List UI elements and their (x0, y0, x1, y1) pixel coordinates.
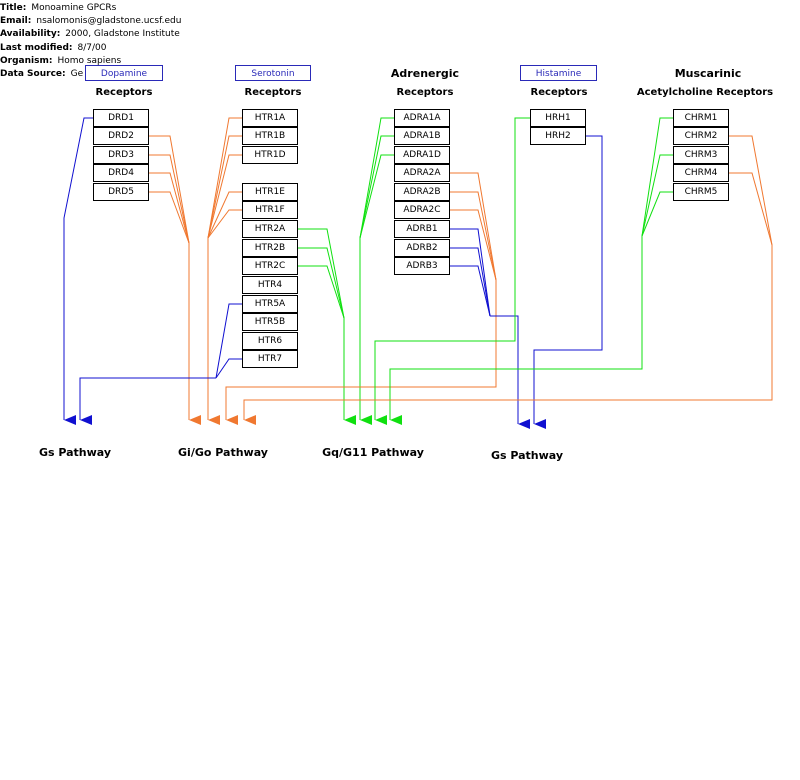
gene-box[interactable]: HTR1A (242, 109, 298, 127)
gene-box[interactable]: DRD3 (93, 146, 149, 164)
metadata-panel: Title: Monoamine GPCRs Email: nsalomonis@g… (0, 2, 186, 81)
adrenergic-gs-lines (450, 228, 530, 429)
gene-box[interactable]: HTR1B (242, 127, 298, 145)
source-value: Ge (70, 68, 84, 79)
gene-box[interactable]: CHRM1 (673, 109, 729, 127)
gene-box[interactable]: ADRA2B (394, 183, 450, 201)
gene-box[interactable]: HRH1 (530, 109, 586, 127)
modified-value: 8/7/00 (77, 42, 107, 53)
availability-value: 2000, Gladstone Institute (65, 29, 180, 40)
gene-box[interactable]: ADRA1A (394, 109, 450, 127)
gigo-pathway-label: Gi/Go Pathway (178, 446, 268, 459)
gene-box[interactable]: DRD4 (93, 164, 149, 182)
email-value: nsalomonis@gladstone.ucsf.edu (36, 16, 182, 27)
gene-box[interactable]: ADRA2C (394, 201, 450, 219)
gene-box[interactable]: HRH2 (530, 127, 586, 145)
muscarinic-family-title: Muscarinic (674, 67, 742, 80)
gene-box[interactable]: CHRM5 (673, 183, 729, 201)
gene-box[interactable]: ADRB3 (394, 257, 450, 275)
gene-box[interactable]: CHRM3 (673, 146, 729, 164)
title-label: Title: (0, 3, 27, 13)
muscarinic-receptors-label: Acetylcholine Receptors (636, 87, 774, 98)
histamine-receptors-label: Receptors (530, 87, 588, 98)
gene-box[interactable]: ADRA1B (394, 127, 450, 145)
dopamine-family-box[interactable]: Dopamine (85, 65, 163, 81)
gene-box[interactable]: HTR2B (242, 239, 298, 257)
gene-box[interactable]: HTR5A (242, 295, 298, 313)
gene-box[interactable]: HTR4 (242, 276, 298, 294)
adrenergic-gi-lines (225, 172, 497, 425)
organism-label: Organism: (0, 55, 53, 66)
serotonin-gs-lines (79, 303, 242, 425)
gene-box[interactable]: HTR5B (242, 313, 298, 331)
gene-box[interactable]: ADRA1D (394, 146, 450, 164)
organism-value: Homo sapiens (57, 55, 122, 66)
gs-pathway-label-right: Gs Pathway (490, 449, 564, 462)
hrh1-gq-line (374, 117, 530, 425)
gene-box[interactable]: HTR1F (242, 201, 298, 219)
gene-box[interactable]: ADRA2A (394, 164, 450, 182)
serotonin-gq-lines (298, 228, 345, 319)
drd1-gs-line (63, 117, 93, 425)
dopamine-receptors-label: Receptors (95, 87, 153, 98)
muscarinic-gi-lines (243, 135, 773, 425)
histamine-family-box[interactable]: Histamine (520, 65, 597, 81)
adrenergic-family-title: Adrenergic (390, 67, 460, 80)
gene-box[interactable]: ADRB2 (394, 239, 450, 257)
dopamine-gi-lines (149, 135, 190, 244)
hrh2-gs-line (533, 135, 603, 429)
gq-pathway-label: Gq/G11 Pathway (322, 446, 424, 459)
gene-box[interactable]: HTR7 (242, 350, 298, 368)
email-label: Email: (0, 16, 32, 27)
gene-box[interactable]: CHRM2 (673, 127, 729, 145)
gene-box[interactable]: CHRM4 (673, 164, 729, 182)
gene-box[interactable]: HTR6 (242, 332, 298, 350)
modified-label: Last modified: (0, 42, 73, 53)
adrenergic-gq-lines (359, 117, 394, 239)
gene-box[interactable]: DRD5 (93, 183, 149, 201)
adrenergic-receptors-label: Receptors (396, 87, 454, 98)
serotonin-receptors-label: Receptors (244, 87, 302, 98)
source-label: Data Source: (0, 68, 66, 79)
gene-box[interactable]: HTR1D (242, 146, 298, 164)
gene-box[interactable]: HTR2C (242, 257, 298, 275)
title-value: Monoamine GPCRs (31, 3, 117, 13)
gene-box[interactable]: HTR2A (242, 220, 298, 238)
gs-pathway-label-left: Gs Pathway (38, 446, 112, 459)
gene-box[interactable]: ADRB1 (394, 220, 450, 238)
serotonin-gi-lines (207, 117, 242, 239)
gene-box[interactable]: HTR1E (242, 183, 298, 201)
gene-box[interactable]: DRD1 (93, 109, 149, 127)
serotonin-family-box[interactable]: Serotonin (235, 65, 311, 81)
gene-box[interactable]: DRD2 (93, 127, 149, 145)
muscarinic-gq-lines (389, 117, 673, 425)
availability-label: Availability: (0, 29, 61, 40)
